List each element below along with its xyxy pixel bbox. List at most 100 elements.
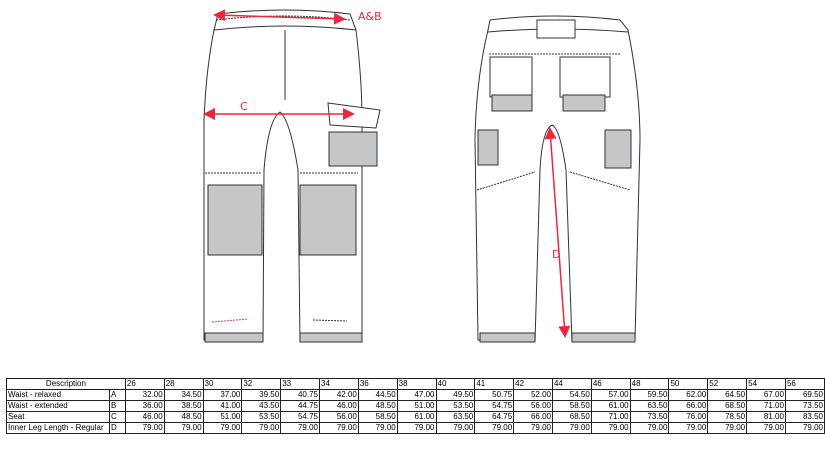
row-code: B — [108, 400, 126, 412]
table-cell: 79.00 — [513, 422, 553, 434]
table-cell: 79.00 — [551, 422, 592, 434]
table-cell: 78.50 — [707, 411, 748, 423]
table-cell: 40.75 — [280, 389, 321, 401]
table-cell: 73.50 — [629, 411, 670, 423]
size-header: 26 — [124, 378, 165, 390]
row-label: Seat — [6, 411, 110, 423]
table-cell: 79.00 — [629, 422, 670, 434]
table-cell: 64.75 — [474, 411, 515, 423]
size-header: 32 — [241, 378, 282, 390]
table-cell: 56.00 — [513, 400, 553, 412]
table-cell: 52.00 — [513, 389, 553, 401]
trousers-diagram: A&B C D — [203, 9, 641, 343]
table-cell: 39.50 — [241, 389, 282, 401]
table-cell: 46.00 — [319, 400, 359, 412]
table-cell: 79.00 — [319, 422, 359, 434]
table-cell: 42.00 — [319, 389, 359, 401]
table-cell: 58.50 — [551, 400, 592, 412]
table-cell: 71.00 — [746, 400, 786, 412]
table-cell: 79.00 — [435, 422, 476, 434]
table-cell: 68.50 — [551, 411, 592, 423]
size-header: 36 — [357, 378, 398, 390]
table-cell: 63.50 — [629, 400, 670, 412]
size-header: 52 — [707, 378, 748, 390]
front-view — [203, 9, 381, 343]
table-cell: 61.00 — [590, 400, 631, 412]
row-code: C — [108, 411, 126, 423]
description-header: Description — [6, 378, 126, 390]
table-cell: 54.75 — [474, 400, 515, 412]
table-cell: 50.75 — [474, 389, 515, 401]
table-cell: 53.50 — [435, 400, 476, 412]
table-cell: 56.00 — [319, 411, 359, 423]
table-cell: 57.00 — [590, 389, 631, 401]
size-header: 40 — [435, 378, 476, 390]
size-header: 42 — [513, 378, 553, 390]
table-cell: 79.00 — [163, 422, 204, 434]
table-cell: 61.00 — [396, 411, 437, 423]
table-cell: 58.50 — [357, 411, 398, 423]
table-cell: 63.50 — [435, 411, 476, 423]
row-code: D — [108, 422, 126, 434]
table-cell: 44.75 — [280, 400, 321, 412]
size-header: 56 — [784, 378, 825, 390]
table-cell: 73.50 — [784, 400, 825, 412]
table-cell: 79.00 — [357, 422, 398, 434]
size-header: 44 — [551, 378, 592, 390]
table-cell: 79.00 — [202, 422, 243, 434]
table-cell: 54.75 — [280, 411, 321, 423]
table-cell: 38.50 — [163, 400, 204, 412]
table-cell: 79.00 — [241, 422, 282, 434]
table-cell: 79.00 — [590, 422, 631, 434]
table-cell: 53.50 — [241, 411, 282, 423]
size-header: 41 — [474, 378, 515, 390]
table-cell: 34.50 — [163, 389, 204, 401]
label-seat: C — [240, 100, 248, 113]
table-cell: 69.50 — [784, 389, 825, 401]
table-cell: 54.50 — [551, 389, 592, 401]
table-cell: 62.00 — [668, 389, 709, 401]
row-label: Waist - extended — [6, 400, 110, 412]
table-cell: 48.50 — [357, 400, 398, 412]
table-cell: 43.50 — [241, 400, 282, 412]
size-header: 54 — [746, 378, 786, 390]
table-cell: 46.00 — [124, 411, 165, 423]
table-cell: 37.00 — [202, 389, 243, 401]
table-cell: 66.00 — [668, 400, 709, 412]
table-cell: 44.50 — [357, 389, 398, 401]
table-cell: 49.50 — [435, 389, 476, 401]
table-cell: 66.00 — [513, 411, 553, 423]
row-label: Waist - relaxed — [6, 389, 110, 401]
size-header: 34 — [319, 378, 359, 390]
table-cell: 79.00 — [668, 422, 709, 434]
table-cell: 64.50 — [707, 389, 748, 401]
size-header: 28 — [163, 378, 204, 390]
size-header: 33 — [280, 378, 321, 390]
size-header: 48 — [629, 378, 670, 390]
size-header: 38 — [396, 378, 437, 390]
table-cell: 76.00 — [668, 411, 709, 423]
back-view — [474, 15, 641, 343]
table-cell: 51.00 — [202, 411, 243, 423]
table-cell: 32.00 — [124, 389, 165, 401]
row-code: A — [108, 389, 126, 401]
size-header: 30 — [202, 378, 243, 390]
table-cell: 36.00 — [124, 400, 165, 412]
label-inner-leg: D — [552, 248, 560, 261]
table-cell: 79.00 — [124, 422, 165, 434]
size-header: 50 — [668, 378, 709, 390]
size-header: 46 — [590, 378, 631, 390]
table-cell: 67.00 — [746, 389, 786, 401]
table-cell: 79.00 — [784, 422, 825, 434]
table-cell: 48.50 — [163, 411, 204, 423]
table-cell: 71.00 — [590, 411, 631, 423]
table-cell: 79.00 — [707, 422, 748, 434]
table-cell: 81.00 — [746, 411, 786, 423]
table-cell: 68.50 — [707, 400, 748, 412]
table-cell: 59.50 — [629, 389, 670, 401]
